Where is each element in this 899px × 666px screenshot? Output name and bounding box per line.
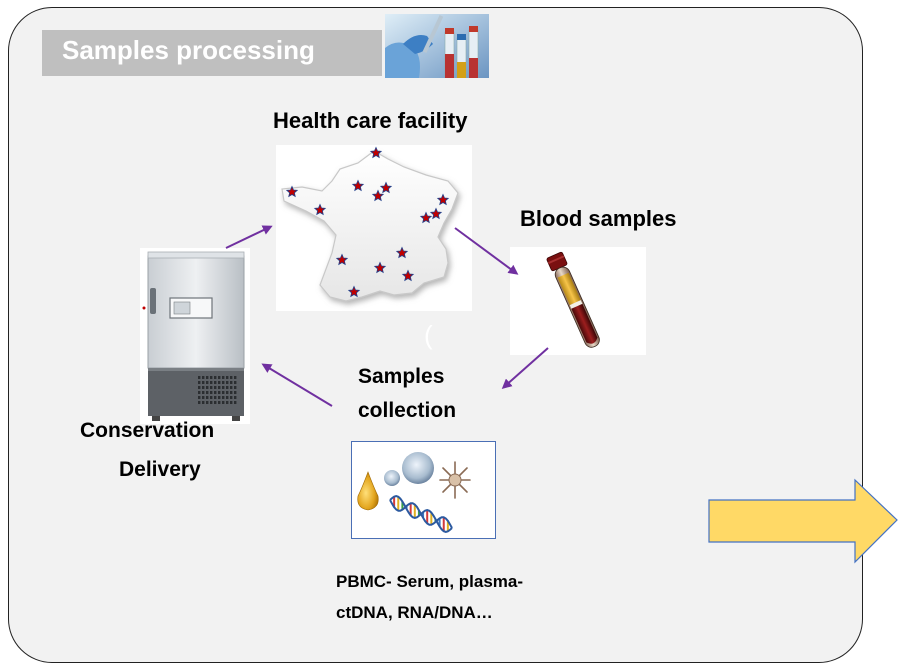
decorative-parenthesis: ( — [424, 320, 433, 350]
samples-collection-label-line2: collection — [358, 399, 457, 422]
blood-tube-icon — [510, 247, 646, 355]
sample-types-line2: ctDNA, RNA/DNA… — [336, 603, 493, 622]
map-star-icon — [285, 185, 299, 198]
map-star-icon — [436, 193, 450, 206]
map-star-icon — [369, 146, 383, 159]
map-star-icon — [379, 181, 393, 194]
map-star-icon — [313, 203, 327, 216]
map-star-icon — [351, 179, 365, 192]
facility-label: Health care facility — [273, 108, 468, 133]
header-bar — [42, 30, 382, 76]
header-title: Samples processing — [62, 35, 315, 65]
map-star-icon — [401, 269, 415, 282]
map-star-icon — [371, 189, 385, 202]
biosamples-icon — [351, 441, 496, 539]
map-star-icon — [429, 207, 443, 220]
big-right-arrow — [708, 478, 898, 564]
delivery-label: Delivery — [119, 458, 201, 481]
lab-pipette-photo-icon — [385, 14, 489, 78]
conservation-label: Conservation — [80, 419, 215, 442]
map-star-icon — [335, 253, 349, 266]
map-star-icon — [419, 211, 433, 224]
freezer-icon — [140, 248, 250, 424]
blood-samples-label: Blood samples — [520, 206, 677, 231]
samples-collection-label-line1: Samples — [358, 365, 445, 388]
france-map-icon — [276, 145, 472, 311]
map-star-icon — [395, 246, 409, 259]
sample-types-line1: PBMC- Serum, plasma- — [336, 572, 524, 591]
map-star-icon — [373, 261, 387, 274]
map-star-icon — [347, 285, 361, 298]
